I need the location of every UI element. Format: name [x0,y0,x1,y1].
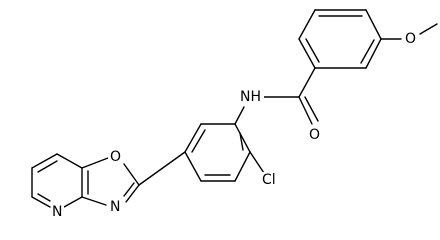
bond [123,182,135,197]
bond [37,160,58,173]
bond [184,151,202,182]
oxazole-ring [81,157,140,206]
molecule-structure: O NH O Cl O N N [31,9,438,220]
bond [37,193,51,202]
bond [184,123,202,153]
carbonyl-oxygen-label: O [309,127,320,143]
bond [239,132,244,151]
bond [365,38,382,69]
oxazole-nitrogen-label: N [110,199,120,215]
bond [298,9,316,40]
bond [138,151,186,186]
bond [234,106,245,125]
methoxybenzoyl-ring [298,9,382,69]
bond [31,153,58,169]
oxazole-oxygen-label: O [110,149,121,165]
bond [31,196,51,208]
methoxy-oxygen-label: O [405,31,416,47]
bond [234,123,251,153]
bond [123,163,140,186]
bond [298,67,316,98]
structure-canvas: O NH O Cl O N N [31,9,438,220]
bond [81,157,109,169]
amide-nh-label: NH [240,89,261,105]
amide-group [234,67,319,125]
pyridine-ring [31,153,83,208]
bond [360,39,375,64]
atom-labels: O NH O Cl O N N [51,31,416,220]
bond [298,38,316,69]
bond [125,184,140,203]
bond [305,38,320,63]
bond [81,196,107,206]
pyridine-nitrogen-label: N [52,204,62,220]
methoxy-group [380,23,438,40]
chlorine-label: Cl [262,172,276,188]
bond [191,129,206,153]
bond [298,96,313,125]
bond [234,151,251,182]
aryl-oxazole-link [138,151,186,186]
bond [249,151,265,174]
bond [304,96,319,122]
chlorophenyl-ring [184,123,251,182]
bond [63,196,83,208]
chloro-group [249,151,265,174]
bond [365,9,382,40]
bond [419,23,438,35]
bond [56,153,83,169]
